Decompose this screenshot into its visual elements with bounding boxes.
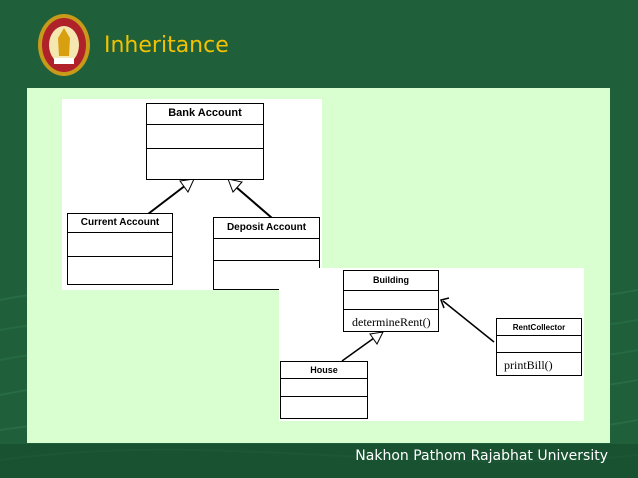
class-name: Bank Account bbox=[168, 107, 242, 119]
slide-title: Inheritance bbox=[104, 33, 229, 58]
operation-determine-rent: determineRent() bbox=[352, 315, 431, 329]
class-name: House bbox=[310, 365, 338, 375]
class-current-account: Current Account bbox=[67, 213, 173, 285]
class-bank-account: Bank Account bbox=[146, 103, 264, 180]
operation-print-bill: printBill() bbox=[504, 358, 553, 372]
content-area: Bank Account Current Account Deposit Acc… bbox=[27, 88, 610, 443]
class-building: Building determineRent() bbox=[343, 270, 439, 332]
class-name: RentCollector bbox=[512, 323, 566, 332]
class-name: Current Account bbox=[80, 217, 160, 228]
footer-university-name: Nakhon Pathom Rajabhat University bbox=[355, 448, 608, 464]
class-name: Deposit Account bbox=[226, 222, 307, 233]
relationship-arrows bbox=[341, 297, 495, 362]
inheritance-arrows bbox=[147, 178, 273, 219]
class-rent-collector: RentCollector printBill() bbox=[496, 318, 582, 376]
building-diagram: Building determineRent() House RentColle… bbox=[279, 268, 584, 421]
class-house: House bbox=[280, 361, 368, 419]
class-name: Building bbox=[373, 275, 409, 285]
university-logo bbox=[38, 14, 90, 76]
bank-account-diagram: Bank Account Current Account Deposit Acc… bbox=[62, 99, 322, 290]
